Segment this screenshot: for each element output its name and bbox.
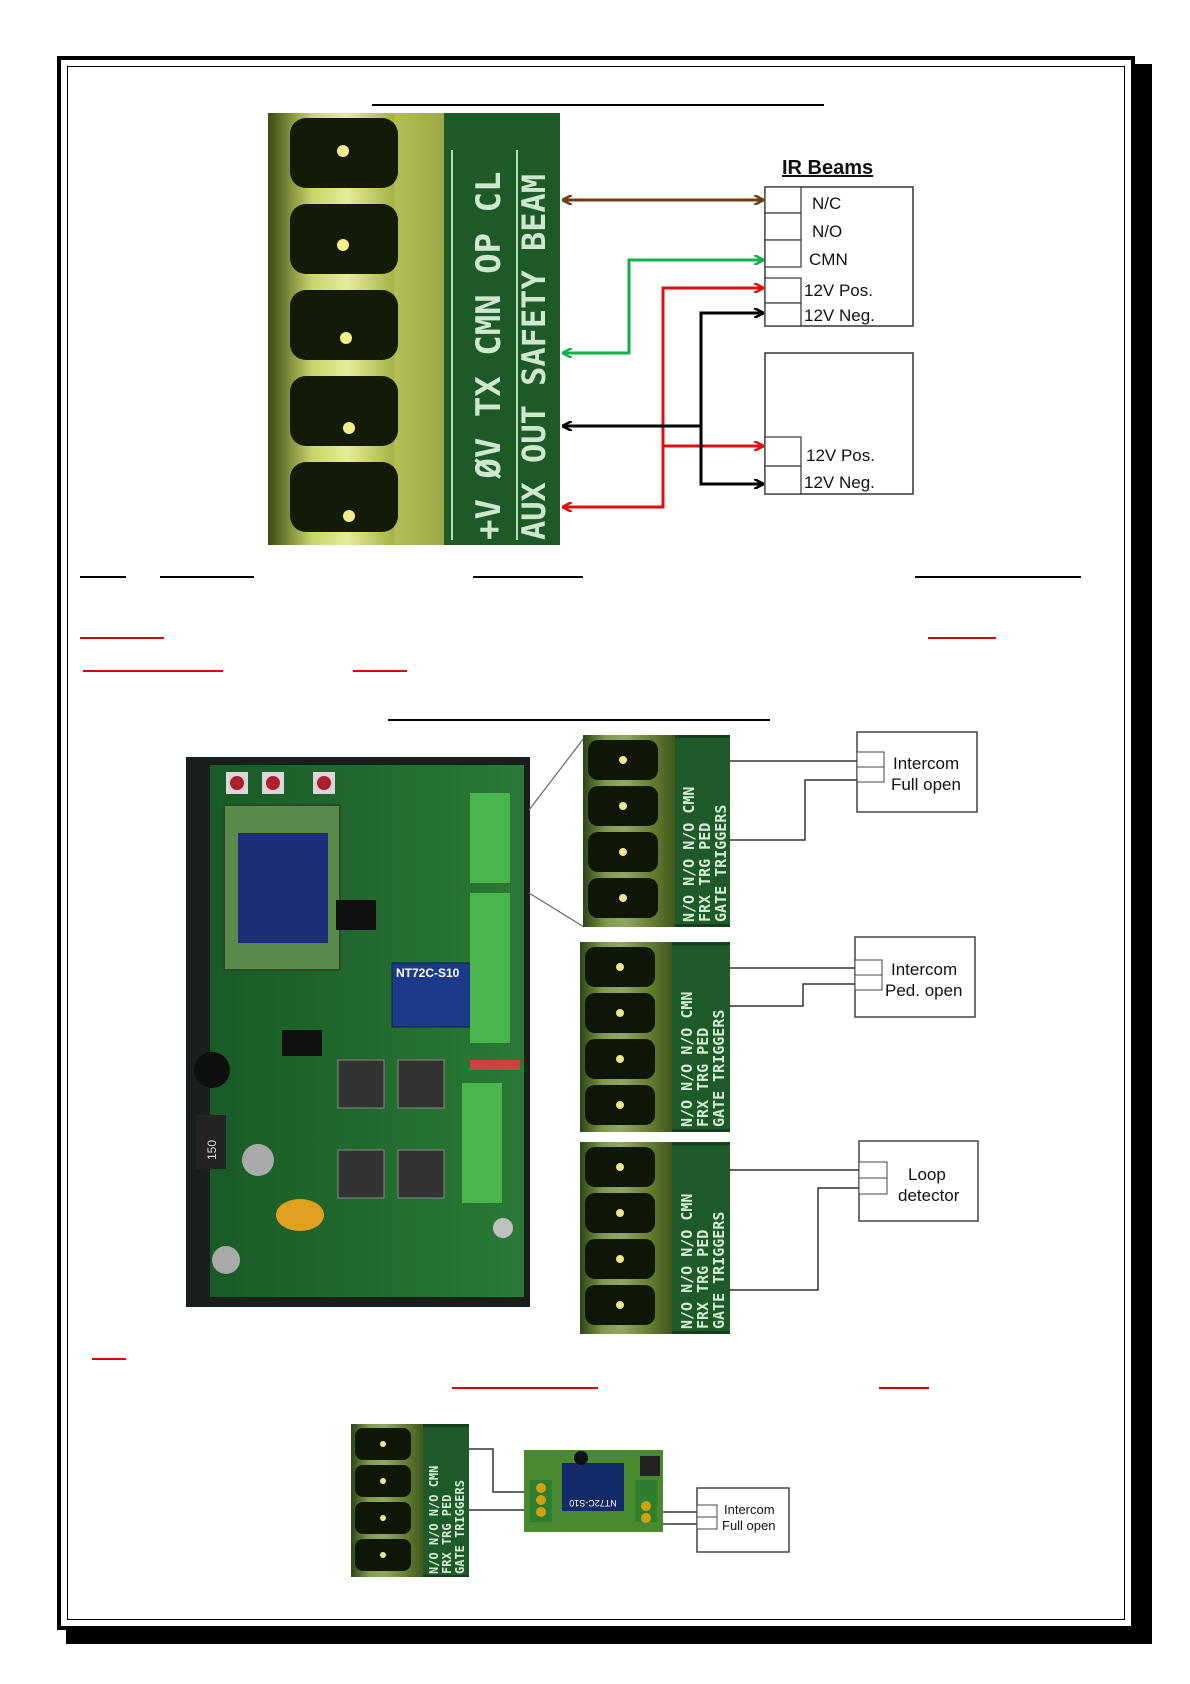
- conn3-label-b: FRX TRG PED: [694, 1230, 712, 1329]
- green-wire: [563, 260, 763, 353]
- device-3-line1: Loop: [908, 1165, 946, 1184]
- zoom-line-bottom: [528, 892, 585, 928]
- heading-rule-2: [388, 719, 770, 721]
- relay-module-label: NT72C-S10: [569, 1498, 617, 1508]
- terminal-no: N/O: [812, 222, 842, 241]
- relay-device-line1: Intercom: [724, 1502, 775, 1517]
- text-rule: [80, 576, 126, 578]
- text-rule-red: [80, 637, 164, 639]
- relay-device-intercom: Intercom Full open: [696, 1487, 790, 1553]
- relay-connector-photo: N/O N/O N/O CMN FRX TRG PED GATE TRIGGER…: [351, 1424, 469, 1577]
- terminal-tx-12v-neg: 12V Neg.: [804, 473, 875, 492]
- relay-conn-label-a: N/O N/O N/O CMN: [427, 1466, 441, 1574]
- device-2-line2: Ped. open: [885, 981, 963, 1000]
- black-wire-transmitter: [699, 426, 763, 484]
- text-rule-red: [83, 670, 223, 672]
- device-loop-detector: Loop detector: [730, 1140, 979, 1291]
- ir-beams-title: IR Beams: [782, 157, 873, 179]
- heading-rule-1: [372, 104, 824, 106]
- page-frame-inner: [67, 66, 1125, 1620]
- text-rule: [915, 576, 1081, 578]
- device-intercom-ped-open: Intercom Ped. open: [730, 936, 976, 1018]
- relay-wire-1: [469, 1448, 524, 1493]
- black-wire-receiver: [699, 313, 763, 426]
- conn3-label-c: GATE TRIGGERS: [710, 1212, 728, 1329]
- text-rule: [473, 576, 583, 578]
- conn1-label-b: FRX TRG PED: [696, 823, 714, 922]
- conn2-label-c: GATE TRIGGERS: [710, 1010, 728, 1127]
- terminal-tx-12v-pos: 12V Pos.: [806, 446, 875, 465]
- ir-connector-label-right: AUX OUT SAFETY BEAM: [515, 174, 553, 540]
- terminal-12v-neg: 12V Neg.: [804, 306, 875, 325]
- ir-connector-photo: +V ØV TX CMN OP CL AUX OUT SAFETY BEAM: [268, 113, 560, 545]
- text-rule-red: [92, 1358, 126, 1360]
- zoom-line-top: [528, 737, 585, 811]
- ir-wiring: [563, 200, 763, 507]
- terminal-12v-pos: 12V Pos.: [804, 281, 873, 300]
- terminal-nc: N/C: [812, 194, 841, 213]
- inductor-label: 150: [205, 1140, 219, 1160]
- text-rule-red: [452, 1387, 598, 1389]
- board-relay-label: NT72C-S10: [396, 966, 460, 980]
- text-rule-red: [928, 637, 996, 639]
- trigger-connector-photo-3: N/O N/O N/O CMN FRX TRG PED GATE TRIGGER…: [580, 1142, 730, 1334]
- conn2-label-a: N/O N/O N/O CMN: [678, 992, 696, 1127]
- trigger-connector-photo-1: N/O N/O N/O CMN FRX TRG PED GATE TRIGGER…: [583, 735, 730, 927]
- trigger-connector-photo-2: N/O N/O N/O CMN FRX TRG PED GATE TRIGGER…: [580, 942, 730, 1132]
- red-wire-aux: [563, 446, 665, 507]
- red-wire-receiver: [661, 288, 763, 446]
- conn1-label-a: N/O N/O N/O CMN: [680, 787, 698, 922]
- relay-conn-label-c: GATE TRIGGERS: [453, 1480, 467, 1574]
- ir-receiver-box: N/C N/O CMN 12V Pos. 12V Neg.: [764, 186, 914, 327]
- conn1-label-c: GATE TRIGGERS: [712, 805, 730, 922]
- relay-device-line2: Full open: [722, 1518, 775, 1533]
- device-1-line1: Intercom: [893, 754, 959, 773]
- device-1-line2: Full open: [891, 775, 961, 794]
- device-2-line1: Intercom: [891, 960, 957, 979]
- ir-transmitter-box: 12V Pos. 12V Neg.: [764, 352, 914, 495]
- text-rule: [160, 576, 254, 578]
- relay-conn-label-b: FRX TRG PED: [440, 1495, 454, 1574]
- relay-module-photo: NT72C-S10: [524, 1450, 663, 1532]
- ir-connector-label-left: +V ØV TX CMN OP CL: [469, 172, 509, 540]
- conn3-label-a: N/O N/O N/O CMN: [678, 1194, 696, 1329]
- device-intercom-full-open: Intercom Full open: [730, 731, 978, 841]
- text-rule-red: [879, 1387, 929, 1389]
- conn2-label-b: FRX TRG PED: [694, 1028, 712, 1127]
- text-rule-red: [353, 670, 407, 672]
- terminal-cmn: CMN: [809, 250, 848, 269]
- device-3-line2: detector: [898, 1186, 960, 1205]
- control-board-photo: NT72C-S10 150: [186, 757, 530, 1307]
